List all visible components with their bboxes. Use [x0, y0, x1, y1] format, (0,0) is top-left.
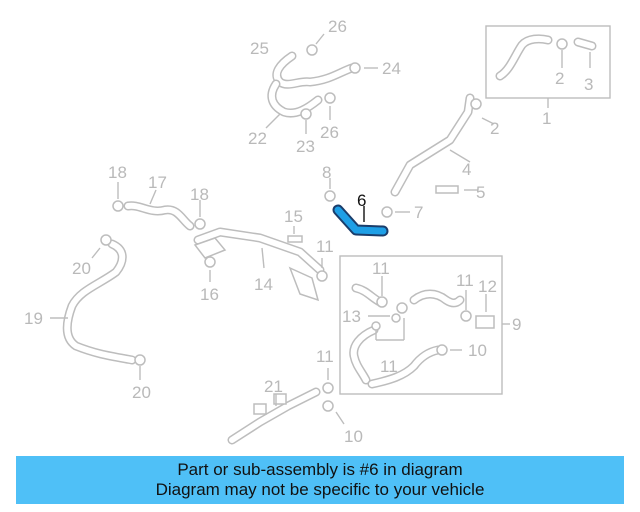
callout-11d: 11 — [380, 357, 398, 376]
highlighted-hose-part-6 — [332, 204, 389, 237]
callout-24: 24 — [382, 59, 401, 78]
callout-4: 4 — [462, 160, 471, 179]
callout-17: 17 — [148, 173, 167, 192]
banner-line-2: Diagram may not be specific to your vehi… — [155, 480, 485, 499]
callout-18b: 18 — [190, 185, 209, 204]
callout-25: 25 — [250, 39, 269, 58]
callout-1: 1 — [542, 109, 551, 128]
callout-26b: 26 — [320, 123, 339, 142]
callout-2a: 2 — [555, 69, 564, 88]
callout-20b: 20 — [132, 383, 151, 402]
callout-18a: 18 — [108, 163, 127, 182]
parts-diagram: 1 2 3 2 4 5 6 7 8 9 10 10 11 11 11 11 11… — [24, 17, 611, 446]
callout-7: 7 — [414, 203, 423, 222]
callout-20a: 20 — [72, 259, 91, 278]
callout-11b: 11 — [372, 259, 390, 278]
callout-26a: 26 — [328, 17, 347, 36]
callout-10a: 10 — [468, 341, 487, 360]
callout-9: 9 — [512, 315, 521, 334]
callout-3: 3 — [584, 75, 593, 94]
callout-8: 8 — [322, 163, 331, 182]
callout-14: 14 — [254, 275, 273, 294]
callout-11c: 11 — [456, 271, 474, 290]
callout-21: 21 — [264, 377, 283, 396]
callout-22: 22 — [248, 129, 267, 148]
info-banner: Part or sub-assembly is #6 in diagram Di… — [16, 456, 624, 504]
callout-5: 5 — [476, 183, 485, 202]
callout-6: 6 — [357, 191, 366, 210]
banner-line-1: Part or sub-assembly is #6 in diagram — [177, 460, 463, 479]
callout-11a: 11 — [316, 237, 334, 256]
callout-10b: 10 — [344, 427, 363, 446]
callout-12: 12 — [478, 277, 497, 296]
callout-19: 19 — [24, 309, 43, 328]
callout-15: 15 — [284, 207, 303, 226]
assembly-9-box — [339, 255, 503, 395]
callout-11e: 11 — [316, 347, 334, 366]
callout-2b: 2 — [490, 119, 499, 138]
callout-16: 16 — [200, 285, 219, 304]
callout-23: 23 — [296, 137, 315, 156]
callout-13: 13 — [342, 307, 361, 326]
